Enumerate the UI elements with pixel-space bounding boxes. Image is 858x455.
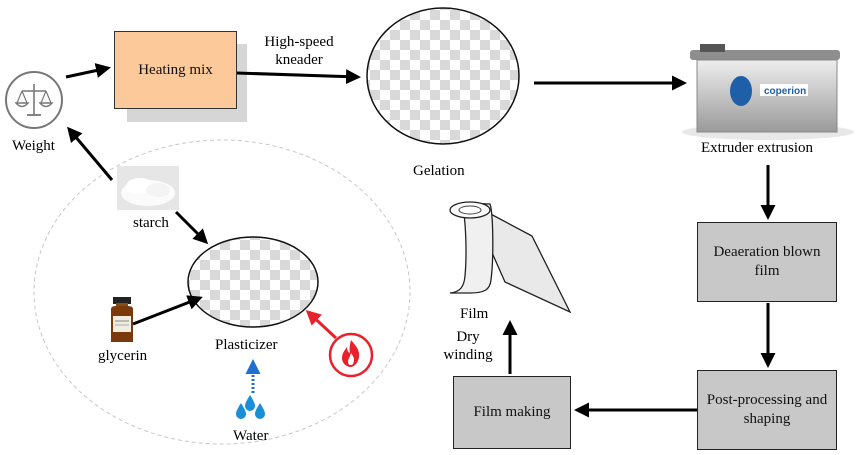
gelation-ellipse: [366, 7, 520, 145]
film-roll-icon: [449, 201, 572, 314]
heating-mix-box: Heating mix: [114, 31, 237, 109]
deaeration-box: Deaeration blown film: [697, 222, 837, 302]
deaeration-label: Deaeration blown film: [713, 244, 821, 279]
starch-label: starch: [133, 215, 169, 231]
water-label: Water: [233, 428, 269, 444]
scale-icon: [5, 71, 63, 129]
film-making-label: Film making: [473, 404, 551, 420]
film-making-box: Film making: [453, 376, 571, 449]
glycerin-label: glycerin: [98, 348, 148, 364]
post-processing-box: Post-processing and shaping: [697, 370, 837, 450]
heating-mix-label: Heating mix: [138, 61, 213, 78]
plasticizer-ellipse: [187, 236, 319, 328]
machine-brand: coperion: [764, 86, 806, 97]
dry-winding-label: Dry winding: [438, 328, 498, 364]
glycerin-bottle-icon: [111, 297, 133, 342]
gelation-label: Gelation: [413, 163, 465, 179]
extruder-machine-icon: coperion: [682, 44, 854, 140]
kneader-label: High-speed kneader: [252, 33, 346, 69]
dry-winding-line1: Dry: [456, 329, 480, 345]
heat-arrow: [305, 309, 338, 340]
film-label: Film: [460, 306, 489, 322]
dry-winding-line2: winding: [443, 347, 493, 363]
flow-arrows: [65, 63, 776, 418]
water-drops-icon: [236, 395, 265, 419]
plasticizer-label: Plasticizer: [215, 337, 278, 353]
plasticizer-region: [33, 139, 411, 445]
post-processing-label: Post-processing and shaping: [706, 392, 828, 427]
kneader-label-line2: kneader: [275, 52, 323, 68]
weight-label: Weight: [12, 138, 55, 154]
starch-powder-icon: [117, 166, 179, 210]
kneader-label-line1: High-speed: [264, 34, 334, 50]
extruder-label: Extruder extrusion: [701, 140, 814, 156]
fire-icon: [328, 332, 374, 378]
